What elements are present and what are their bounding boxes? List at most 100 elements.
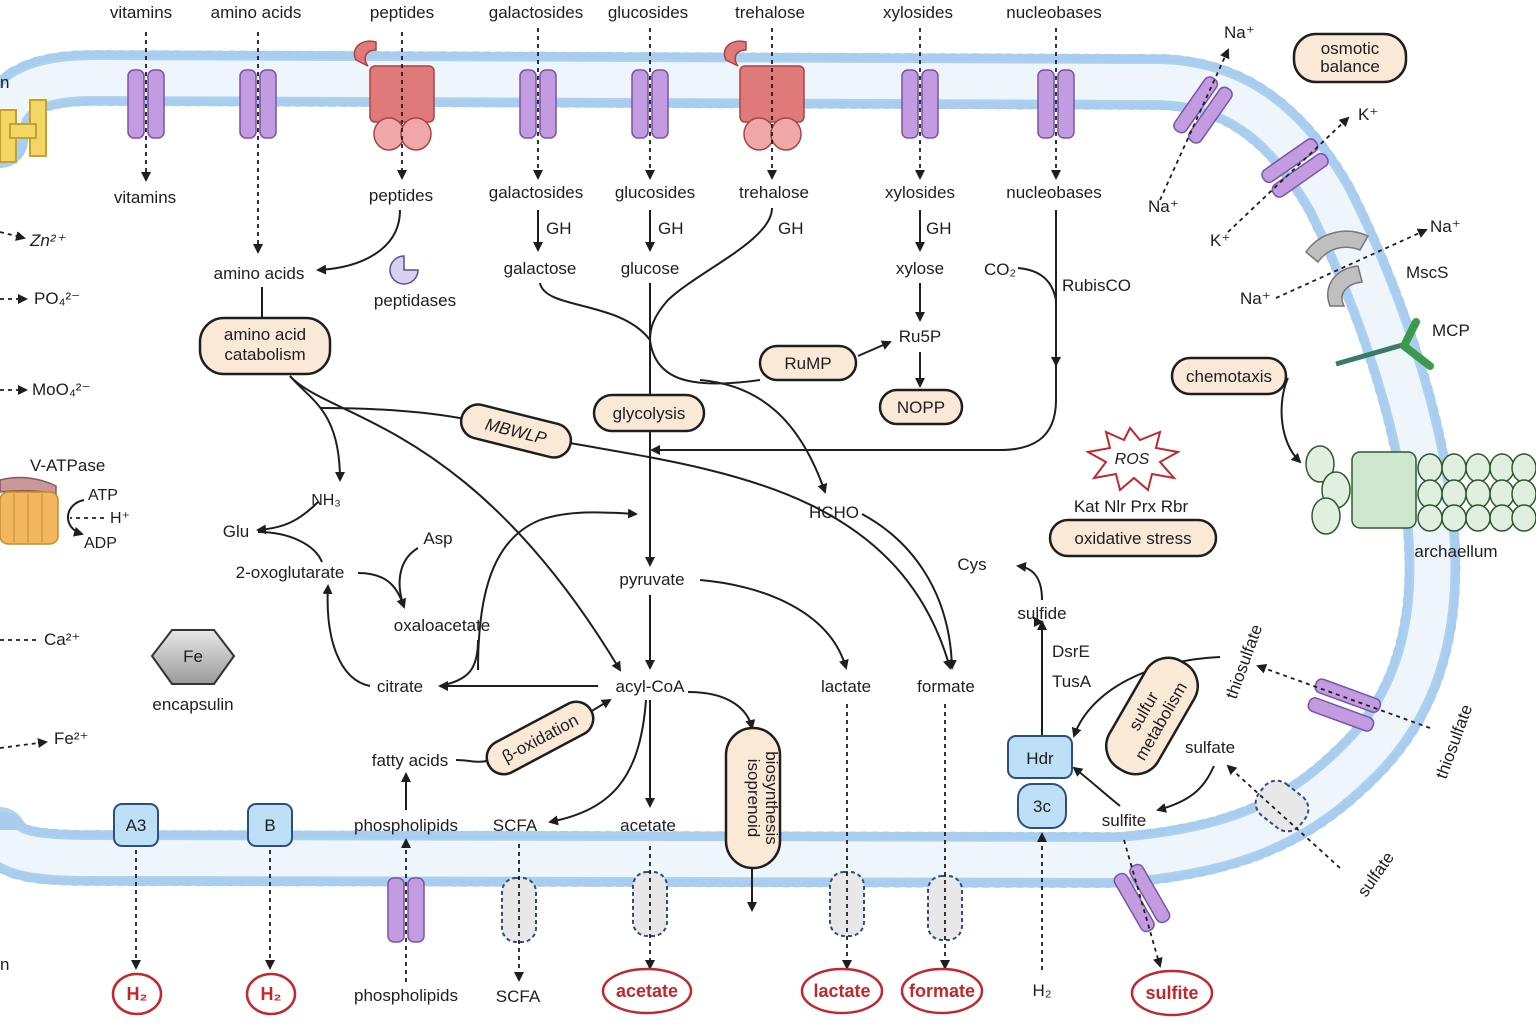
scfa-outside: SCFA (496, 987, 541, 1006)
fatty-acids-label: fatty acids (372, 751, 449, 770)
transporter-xylosides (901, 69, 939, 139)
calcium-ion: Ca²⁺ (44, 630, 80, 649)
molybdate-ion: MoO₄²⁻ (32, 380, 90, 399)
amino-acid-catabolism-pill (198, 316, 332, 376)
trehalose-inside: trehalose (739, 183, 809, 202)
aa-catab-line2: catabolism (224, 345, 305, 364)
citrate-label: citrate (377, 677, 423, 696)
transporter-galactosides (519, 69, 557, 139)
mscs-label: MscS (1406, 263, 1449, 282)
vitamins-outside: vitamins (110, 3, 172, 22)
gh-trehalose: GH (778, 219, 804, 238)
hydrogenase-b: B (247, 803, 293, 847)
na-mid-outside: Na⁺ (1430, 217, 1461, 236)
abc-transporter-trehalose (723, 40, 805, 151)
bottom-transport (131, 704, 963, 982)
isoprenoid-line1: isoprenoid (744, 759, 763, 837)
h2-b-badge (245, 972, 297, 1016)
glucose-label: glucose (621, 259, 680, 278)
edge-label-bottom: n (0, 955, 9, 974)
module-pills: amino acid catabolism glycolysis RuMP NO… (198, 32, 1408, 870)
iron-ion: Fe²⁺ (54, 729, 88, 748)
osmotic-line2: balance (1320, 57, 1380, 76)
nopp-text: NOPP (897, 398, 945, 417)
sulfide-label: sulfide (1017, 604, 1066, 623)
archaellum-icon (1305, 445, 1536, 535)
rubisco-label: RubisCO (1062, 276, 1131, 295)
thiosulfate-outside: thiosulfate (1432, 702, 1476, 781)
sulfite-badge (1130, 969, 1214, 1017)
mcp-label: MCP (1432, 321, 1470, 340)
top-substrate-labels: vitamins vitamins amino acids peptides p… (110, 3, 1102, 207)
amino-acids-inside: amino acids (214, 264, 305, 283)
isoprenoid-pill (724, 726, 782, 870)
sulfite-inside: sulfite (1102, 811, 1146, 830)
thiosulfate-inside: thiosulfate (1222, 622, 1266, 701)
na-top-inside: Na⁺ (1148, 197, 1179, 216)
right-side-transport: Na⁺ Na⁺ K⁺ K⁺ Na⁺ Na⁺ MscS MCP (1113, 23, 1536, 968)
aa-catab-line1: amino acid (224, 325, 306, 344)
oxidative-stress-text: oxidative stress (1074, 529, 1191, 548)
formate-badge (900, 967, 984, 1015)
oxaloacetate-label: oxaloacetate (394, 616, 490, 635)
gh-glucosides: GH (658, 219, 684, 238)
beta-oxidation-pill (485, 700, 595, 776)
ros-starburst-icon: ROS (1085, 426, 1181, 492)
h2-b-text: H₂ (261, 984, 282, 1004)
formate-label: formate (917, 677, 975, 696)
abc-transporter-peptides (353, 40, 435, 151)
yellow-membrane-protein (0, 99, 47, 163)
hdr-complex: Hdr 3c (1007, 735, 1073, 829)
chemotaxis-text: chemotaxis (1186, 367, 1272, 386)
rump-text: RuMP (784, 354, 831, 373)
hydrogenase-a3: A3 (113, 803, 159, 847)
phosphate-ion: PO₄²⁻ (34, 289, 80, 308)
nucleobases-inside: nucleobases (1006, 183, 1101, 202)
pyruvate-label: pyruvate (619, 570, 684, 589)
adp-label: ADP (84, 535, 117, 552)
left-ion-transport: Zn²⁺ PO₄²⁻ MoO₄²⁻ V-ATPase ATP H⁺ ADP Ca… (0, 231, 130, 749)
acetate-text: acetate (616, 981, 678, 1001)
v-atpase-label: V-ATPase (30, 456, 105, 475)
hydrogenase-a3-label: A3 (126, 816, 147, 835)
hydrogenase-b-label: B (264, 816, 275, 835)
xylose-label: xylose (896, 259, 944, 278)
top-transporters (127, 69, 1075, 139)
archaellum-label: archaellum (1414, 542, 1497, 561)
hdr-3c-label: 3c (1033, 797, 1051, 816)
mbwlp-pill (459, 403, 573, 459)
formate-text: formate (909, 981, 975, 1001)
osmotic-line1: osmotic (1321, 39, 1380, 58)
gh-xylosides: GH (926, 219, 952, 238)
metabolism-edges (256, 207, 1302, 912)
gh-galactosides: GH (546, 219, 572, 238)
transporter-glucosides (631, 69, 669, 139)
na-top-outside: Na⁺ (1224, 23, 1255, 42)
osmotic-balance-pill (1292, 32, 1408, 84)
k-outside: K⁺ (1358, 105, 1378, 124)
encapsulin-fe: Fe (183, 647, 203, 666)
scfa-inside: SCFA (493, 816, 538, 835)
transporter-nucleobases (1037, 69, 1075, 139)
amino-acids-outside: amino acids (211, 3, 302, 22)
ros-text: ROS (1115, 451, 1150, 468)
hdr-label: Hdr (1026, 749, 1054, 768)
glycolysis-pill (592, 393, 706, 433)
acyl-coa-label: acyl-CoA (616, 677, 686, 696)
chemotaxis-pill (1170, 356, 1288, 396)
xylosides-outside: xylosides (883, 3, 953, 22)
phospholipids-outside: phospholipids (354, 986, 458, 1005)
hcho-label: HCHO (809, 503, 859, 522)
co2-label: CO₂ (984, 260, 1016, 279)
edge-label-top: n (0, 73, 9, 92)
nh3-label: NH₃ (311, 492, 341, 509)
glycolysis-text: glycolysis (613, 404, 686, 423)
k-inside: K⁺ (1210, 231, 1230, 250)
v-atpase-icon (0, 476, 59, 545)
asp-label: Asp (423, 529, 452, 548)
transporter-amino-acids (239, 69, 277, 139)
ru5p-label: Ru5P (899, 327, 942, 346)
exported-products: H₂ H₂ acetate lactate formate sulfite (111, 967, 1214, 1017)
antioxidant-enzymes: Kat Nlr Prx Rbr (1074, 497, 1189, 516)
atp-label: ATP (88, 487, 118, 504)
